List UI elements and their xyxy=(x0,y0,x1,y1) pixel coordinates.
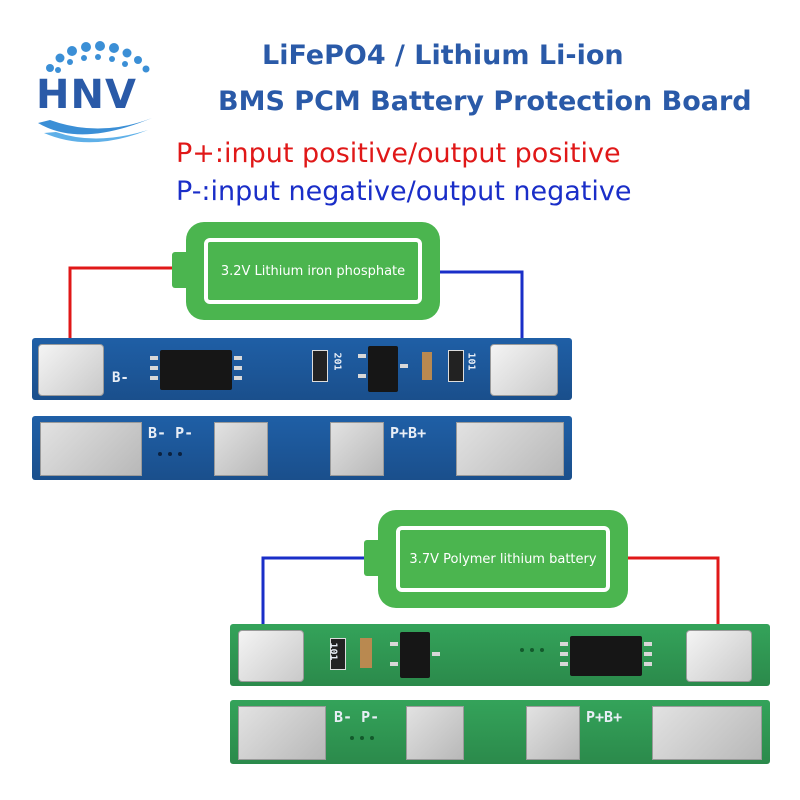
title-line-2: BMS PCM Battery Protection Board xyxy=(218,86,752,117)
ic-pin xyxy=(560,662,568,666)
via xyxy=(360,736,364,740)
via xyxy=(530,648,534,652)
legend-p-minus: P-:input negative/output negative xyxy=(176,176,632,207)
battery-bottom: 3.7V Polymer lithium battery xyxy=(378,510,628,608)
board-bottom-front: 101 xyxy=(230,624,770,686)
ic-pin xyxy=(358,374,366,378)
battery-top-label: 3.2V Lithium iron phosphate xyxy=(220,263,406,279)
pad-b-minus-front-green xyxy=(238,630,304,682)
battery-top-label-frame: 3.2V Lithium iron phosphate xyxy=(204,238,422,304)
ic-mosfet-green xyxy=(400,632,430,678)
ic-pin xyxy=(560,642,568,646)
silk-b-minus-p-minus: B- P- xyxy=(148,424,194,442)
ic-pin xyxy=(560,652,568,656)
ic-pin xyxy=(644,642,652,646)
silk-101: 101 xyxy=(465,352,477,371)
board-top-front: B- 201 101 xyxy=(32,338,572,400)
ic-pin xyxy=(432,652,440,656)
ic-pin xyxy=(150,366,158,370)
ic-pin xyxy=(234,376,242,380)
pad-back-b-plus-green xyxy=(652,706,762,760)
ic-8pin-green xyxy=(570,636,642,676)
pad-back-p-minus-green xyxy=(406,706,464,760)
via xyxy=(540,648,544,652)
ic-mosfet xyxy=(368,346,398,392)
ic-pin xyxy=(390,662,398,666)
pad-back-b-minus-green xyxy=(238,706,326,760)
pad-back-p-plus xyxy=(330,422,384,476)
pad-back-b-plus xyxy=(456,422,564,476)
capacitor-green xyxy=(360,638,372,668)
ic-pin xyxy=(644,652,652,656)
ic-pin xyxy=(400,364,408,368)
via xyxy=(158,452,162,456)
ic-pin xyxy=(390,642,398,646)
pad-b-plus-front-green xyxy=(686,630,752,682)
silk-p-plus-b-plus-green: P+B+ xyxy=(586,708,623,726)
battery-bottom-terminal xyxy=(364,540,382,576)
via xyxy=(350,736,354,740)
ic-pin xyxy=(358,354,366,358)
silk-b-minus-front: B- xyxy=(112,370,129,386)
ic-pin xyxy=(150,356,158,360)
via xyxy=(178,452,182,456)
silk-p-plus-b-plus: P+B+ xyxy=(390,424,427,442)
pad-b-plus-front xyxy=(490,344,558,396)
battery-bottom-label: 3.7V Polymer lithium battery xyxy=(409,551,597,567)
via xyxy=(370,736,374,740)
pad-back-p-minus xyxy=(214,422,268,476)
silk-101-green: 101 xyxy=(327,642,339,661)
via xyxy=(168,452,172,456)
resistor-101 xyxy=(448,350,464,382)
hnv-logo xyxy=(38,41,152,143)
pad-back-p-plus-green xyxy=(526,706,580,760)
battery-top: 3.2V Lithium iron phosphate xyxy=(186,222,440,320)
silk-b-minus-p-minus-green: B- P- xyxy=(334,708,380,726)
ic-pin xyxy=(234,366,242,370)
via xyxy=(520,648,524,652)
ic-8pin xyxy=(160,350,232,390)
silk-201: 201 xyxy=(331,352,343,371)
ic-pin xyxy=(234,356,242,360)
resistor-101-green xyxy=(330,638,346,670)
battery-bottom-label-frame: 3.7V Polymer lithium battery xyxy=(396,526,610,592)
title-line-1: LiFePO4 / Lithium Li-ion xyxy=(262,40,624,71)
capacitor-201 xyxy=(312,350,328,382)
pad-b-minus-front xyxy=(38,344,104,396)
legend-p-plus: P+:input positive/output positive xyxy=(176,138,621,169)
battery-top-terminal xyxy=(172,252,190,288)
capacitor xyxy=(422,352,432,380)
logo-text: HNV xyxy=(36,72,137,118)
pad-back-b-minus xyxy=(40,422,142,476)
ic-pin xyxy=(150,376,158,380)
ic-pin xyxy=(644,662,652,666)
board-top-back: B- P- P+B+ xyxy=(32,416,572,480)
board-bottom-back: B- P- P+B+ xyxy=(230,700,770,764)
